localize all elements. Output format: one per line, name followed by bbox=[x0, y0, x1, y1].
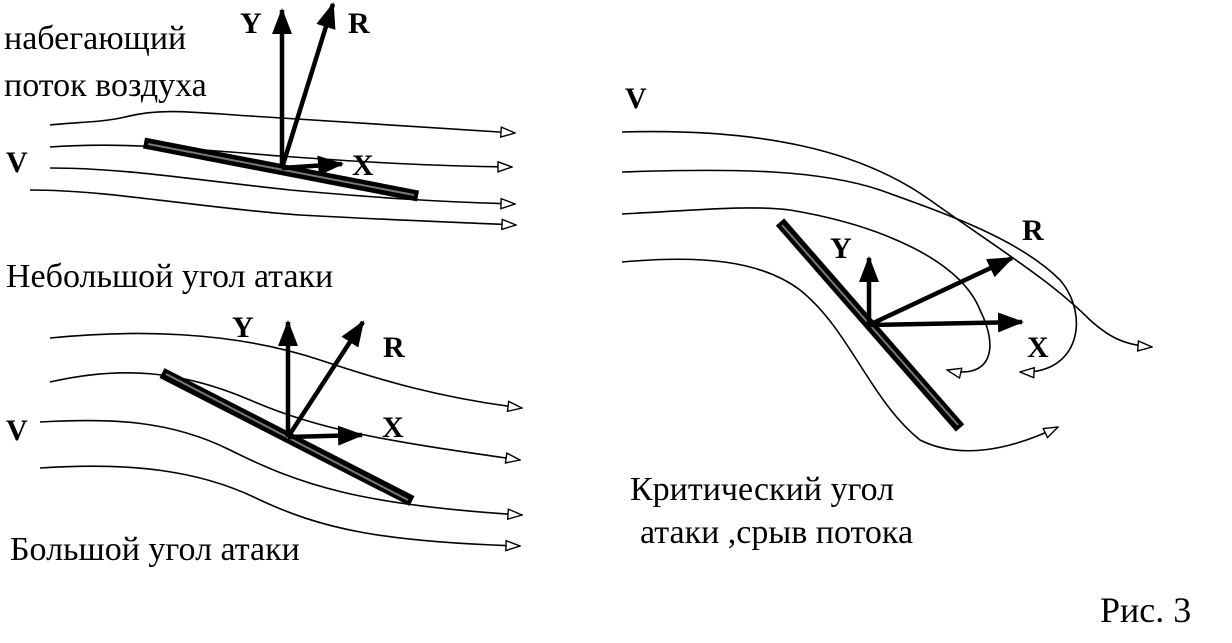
streamline bbox=[621, 130, 1152, 347]
streamline bbox=[49, 332, 522, 408]
drag-arrow bbox=[281, 155, 344, 176]
drag-arrow bbox=[868, 312, 1024, 333]
oncoming-flow-label-line1: набегающий bbox=[4, 20, 186, 57]
streamline bbox=[29, 189, 516, 225]
lift-label: Y bbox=[232, 311, 254, 344]
streamline bbox=[49, 110, 515, 133]
lift-label: Y bbox=[830, 232, 852, 265]
velocity-label: V bbox=[625, 82, 647, 115]
drag-label: X bbox=[352, 149, 374, 182]
drag-label: X bbox=[1027, 331, 1049, 364]
resultant-arrow bbox=[286, 320, 365, 439]
streamline bbox=[49, 167, 515, 204]
resultant-label: R bbox=[348, 7, 370, 40]
wing-plate-highlight bbox=[147, 143, 415, 196]
resultant-arrow bbox=[868, 255, 1014, 328]
resultant-label: R bbox=[1022, 214, 1044, 247]
velocity-label: V bbox=[6, 146, 28, 179]
streamline bbox=[621, 258, 1058, 452]
drag-label: X bbox=[382, 411, 404, 444]
resultant-label: R bbox=[383, 331, 405, 364]
streamline bbox=[39, 419, 522, 515]
large-angle-caption: Большой угол атаки bbox=[10, 531, 300, 568]
velocity-label: V bbox=[6, 414, 28, 447]
streamline bbox=[621, 169, 1078, 372]
resultant-arrow bbox=[279, 2, 336, 169]
figure-number: Рис. 3 bbox=[1100, 590, 1191, 630]
streamline bbox=[621, 207, 991, 372]
critical-angle-caption-line2: атаки ,срыв потока bbox=[640, 514, 913, 551]
panel-critical-angle: V Y R X Критический угол атаки ,срыв пот… bbox=[621, 82, 1152, 551]
drag-arrow bbox=[287, 425, 364, 446]
oncoming-flow-label-line2: поток воздуха bbox=[4, 67, 207, 104]
critical-angle-caption-line1: Критический угол bbox=[630, 471, 894, 508]
small-angle-caption: Небольшой угол атаки bbox=[6, 258, 333, 295]
streamline bbox=[39, 465, 520, 546]
streamline bbox=[49, 371, 520, 460]
panel-large-angle: V Y R X Большой угол атаки bbox=[6, 311, 522, 568]
lift-label: Y bbox=[240, 7, 262, 40]
panel-small-angle: набегающий поток воздуха V Y R X Небольш… bbox=[4, 2, 516, 295]
